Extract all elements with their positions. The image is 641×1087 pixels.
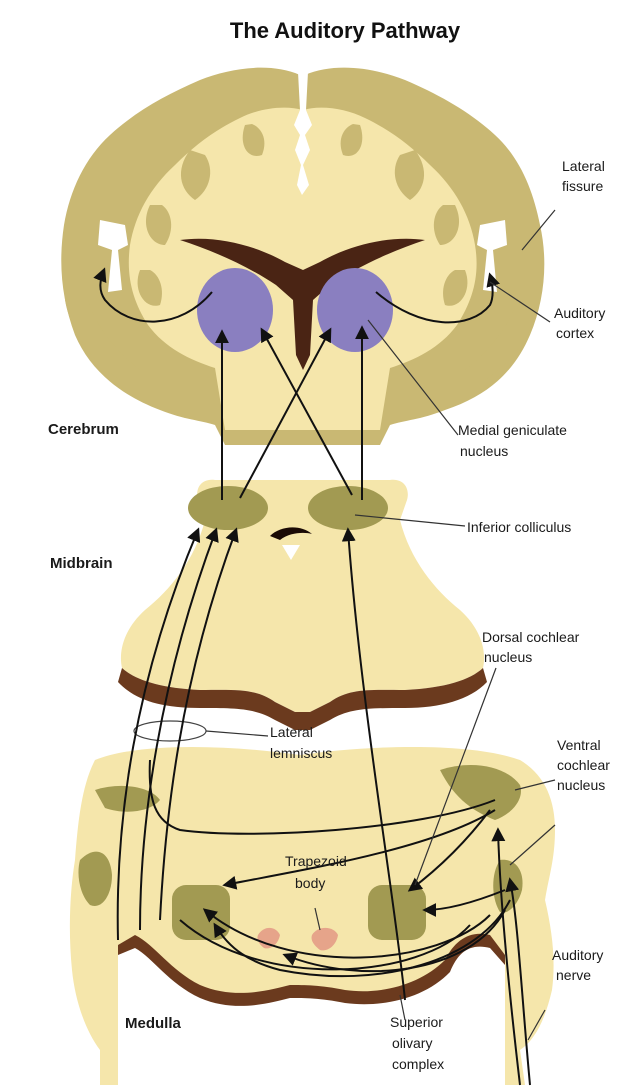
label-medulla: Medulla <box>125 1015 181 1032</box>
label-ventral-cochlear-2: cochlear <box>557 757 610 773</box>
label-auditory-nerve-1: Auditory <box>552 947 603 963</box>
cerebrum-section <box>61 68 544 445</box>
lateral-lemniscus-marker <box>134 721 206 741</box>
label-lateral-lemniscus-1: Lateral <box>270 724 313 740</box>
medial-geniculate-left <box>197 268 273 352</box>
inferior-colliculus-right <box>308 486 388 530</box>
superior-olive-left <box>172 885 230 940</box>
label-cerebrum: Cerebrum <box>48 421 119 438</box>
midbrain-section <box>118 480 487 730</box>
label-dorsal-cochlear-1: Dorsal cochlear <box>482 629 580 645</box>
label-ventral-cochlear-3: nucleus <box>557 777 605 793</box>
label-auditory-nerve-2: nerve <box>556 967 591 983</box>
diagram-title: The Auditory Pathway <box>230 18 461 43</box>
label-superior-olivary-1: Superior <box>390 1014 443 1030</box>
label-lateral-fissure-2: fissure <box>562 178 603 194</box>
label-dorsal-cochlear-2: nucleus <box>484 649 532 665</box>
label-medial-geniculate-2: nucleus <box>460 443 508 459</box>
label-lateral-fissure-1: Lateral <box>562 158 605 174</box>
medial-geniculate-right <box>317 268 393 352</box>
label-ventral-cochlear-1: Ventral <box>557 737 601 753</box>
inferior-colliculus-left <box>188 486 268 530</box>
label-auditory-cortex-1: Auditory <box>554 305 605 321</box>
label-midbrain: Midbrain <box>50 555 113 572</box>
label-medial-geniculate-1: Medial geniculate <box>458 422 567 438</box>
label-superior-olivary-2: olivary <box>392 1035 432 1051</box>
midbrain-outline <box>121 480 484 712</box>
label-superior-olivary-3: complex <box>392 1056 444 1072</box>
label-auditory-cortex-2: cortex <box>556 325 594 341</box>
label-trapezoid-body-1: Trapezoid <box>285 853 347 869</box>
label-trapezoid-body-2: body <box>295 875 325 891</box>
label-inferior-colliculus: Inferior colliculus <box>467 519 571 535</box>
medulla-section <box>70 747 555 1085</box>
label-lateral-lemniscus-2: lemniscus <box>270 745 332 761</box>
